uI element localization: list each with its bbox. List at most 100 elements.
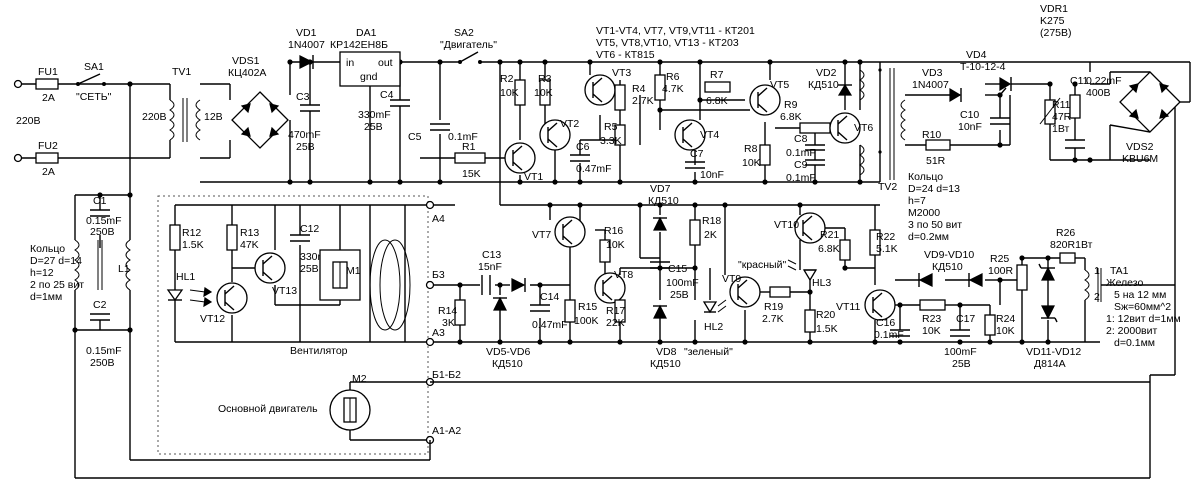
capacitor-c5: [430, 123, 450, 131]
switch-sa1[interactable]: [76, 73, 106, 86]
vdr1-type: K275: [1040, 15, 1065, 27]
r25-value: 100R: [988, 265, 1014, 277]
da1-label: DA1: [356, 27, 377, 39]
vd56-label: VD5-VD6: [486, 346, 531, 358]
r21-label: R21: [820, 229, 839, 241]
vdr1-label: VDR1: [1040, 3, 1068, 15]
mains-terminal-2[interactable]: [13, 153, 23, 163]
tv2-core-line-3: h=7: [908, 195, 926, 207]
c4-label: C4: [380, 89, 394, 101]
tv2-label: TV2: [878, 181, 897, 193]
fu1-value: 2A: [42, 92, 55, 104]
bridge-vds2: [1090, 61, 1191, 133]
capacitor-c2: [90, 313, 110, 321]
vd56-type: КД510: [492, 358, 523, 370]
sa2-name: "Двигатель": [440, 39, 497, 51]
capacitor-c13: [481, 275, 491, 295]
potentiometer-r5[interactable]: [614, 124, 626, 146]
c17-label: C17: [956, 313, 975, 325]
mains-terminal-1[interactable]: [13, 79, 23, 89]
r26-value: 820R1Вт: [1050, 239, 1093, 251]
c16-value: 0.1mF: [874, 329, 904, 341]
r23-label: R23: [922, 313, 941, 325]
c1-value: 0.15mF: [86, 215, 122, 227]
fuse-fu1: [35, 78, 59, 90]
fuse-fu2: [35, 152, 59, 164]
c14-value: 0.47mF: [532, 319, 568, 331]
r11-power: 1Вт: [1052, 123, 1069, 135]
r21-value: 6.8K: [818, 243, 840, 255]
vd3-type: 1N4007: [912, 79, 949, 91]
a4-label: A4: [432, 213, 445, 225]
da1-out: out: [378, 57, 393, 69]
resistor-r25: [1016, 264, 1028, 291]
supply-section: TV1 220В 12В VDS1 КЦ402А VD1 1N4007 in o…: [142, 27, 497, 180]
r19-value: 2.7K: [762, 313, 784, 325]
capacitor-c9: [805, 159, 825, 166]
r15-label: R15: [578, 301, 597, 313]
capacitor-c11: [1065, 139, 1085, 149]
vt1-label: VT1: [524, 171, 543, 183]
c12-voltage: 25В: [300, 263, 319, 275]
c8-value: 0.1mF: [786, 147, 816, 159]
terminal-a4[interactable]: [425, 200, 435, 210]
r5-value: 3.3K: [600, 135, 622, 147]
r13-value: 47K: [240, 239, 259, 251]
vd4-type: T-10-12-4: [960, 61, 1006, 73]
capacitor-c17: [950, 329, 970, 337]
transistor-vt11: [864, 289, 896, 321]
c2-voltage: 250В: [90, 357, 115, 369]
m2-label: M2: [352, 373, 367, 385]
led-hl2: [702, 299, 727, 314]
phototransistor-vt12: [216, 282, 248, 314]
thyristor-vd4: [985, 76, 1020, 96]
tv1-primary: 220В: [142, 111, 167, 123]
r12-label: R12: [182, 227, 201, 239]
potentiometer-r16[interactable]: [599, 239, 611, 263]
vds2-label: VDS2: [1126, 141, 1154, 153]
switch-sa2[interactable]: [458, 51, 482, 64]
c5-label: C5: [408, 131, 422, 143]
b3-label: Б3: [432, 269, 445, 281]
light-arrows-icon: [189, 286, 213, 308]
zener-vd12: [1041, 280, 1058, 323]
capacitor-c1: [90, 209, 110, 217]
capacitor-c7: [685, 161, 705, 169]
resistor-r7: [704, 81, 731, 93]
c7-value: 10nF: [700, 169, 724, 181]
ta1-pin-2: 2: [1094, 291, 1100, 303]
r17-label: R17: [606, 305, 625, 317]
vds1-type: КЦ402А: [228, 67, 266, 79]
r16-label: R16: [604, 225, 623, 237]
r1-value: 15K: [462, 168, 481, 180]
vd8-type: КД510: [650, 358, 681, 370]
r14-label: R14: [438, 305, 457, 317]
r14-value: 3K: [442, 317, 455, 329]
r7-value: 6.8K: [706, 95, 728, 107]
r5-label: R5: [604, 121, 618, 133]
sa1-label: SA1: [84, 61, 104, 73]
r4-value: 2.7K: [632, 95, 654, 107]
c1-label: C1: [93, 195, 107, 207]
r6-label: R6: [666, 71, 680, 83]
control-section: C13 15nF R14 3K VD5-VD6 КД510 C14 0.47mF…: [438, 183, 1093, 370]
transistor-vt10: [794, 212, 826, 244]
zener-vd11: [1038, 263, 1055, 281]
vt12-label: VT12: [200, 313, 225, 325]
capacitor-c16: [890, 329, 910, 337]
r23-value: 10K: [922, 325, 941, 337]
r25-label: R25: [990, 253, 1009, 265]
da1-type: КР142ЕН8Б: [330, 39, 388, 51]
legend-line-2: VT5, VT8,VT10, VT13 - КТ203: [596, 37, 739, 49]
terminal-a3[interactable]: [425, 337, 435, 347]
resistor-r13: [226, 224, 238, 251]
terminal-b3[interactable]: [425, 280, 435, 290]
diode-vd10: [968, 273, 983, 287]
choke-core-line-2: D=27 d=14: [30, 255, 82, 267]
c4-voltage: 25В: [364, 121, 383, 133]
da1-gnd: gnd: [360, 71, 378, 83]
vd910-label: VD9-VD10: [924, 249, 974, 261]
resistor-r11: [1069, 94, 1081, 119]
m1-label: M1: [346, 265, 361, 277]
